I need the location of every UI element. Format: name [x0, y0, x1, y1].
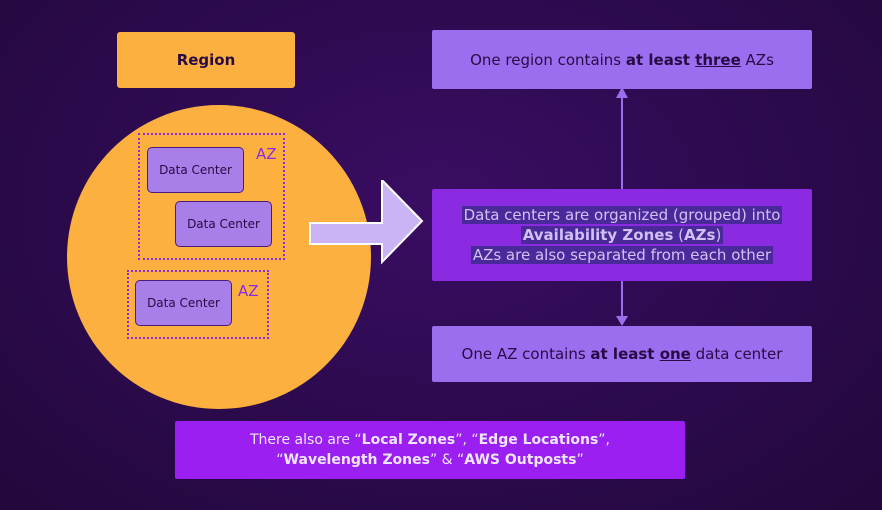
dc-count-prefix: One AZ contains — [461, 345, 591, 363]
mid-line-1: Data centers are organized (grouped) int… — [461, 205, 783, 225]
wavelength-zones-text: Wavelength Zones — [283, 452, 430, 468]
mid-line-1-text: Data centers are organized (grouped) int… — [461, 205, 783, 224]
other-zones-box: There also are “Local Zones”, “Edge Loca… — [175, 421, 685, 479]
az-count-prefix: One region contains — [470, 50, 626, 69]
footer-line-2: “Wavelength Zones” & “AWS Outposts” — [276, 452, 584, 468]
data-center-1-label: Data Center — [159, 163, 232, 177]
az-count-text: One region contains at least three AZs — [470, 51, 774, 69]
edge-locations-text: Edge Locations — [478, 431, 599, 448]
az-count-box: One region contains at least three AZs — [432, 30, 812, 89]
aws-outposts-text: AWS Outposts — [464, 452, 577, 468]
local-zones-text: Local Zones — [361, 431, 456, 448]
availability-zone-box: Data centers are organized (grouped) int… — [432, 189, 812, 281]
dc-count-suffix: data center — [690, 345, 783, 363]
az-label-2: AZ — [238, 282, 259, 300]
arrow-up-icon — [616, 87, 628, 98]
availability-zones-text: Availability Zones — [522, 225, 674, 244]
mid-line-3-text: AZs are also separated from each other — [470, 246, 774, 265]
region-label: Region — [117, 32, 295, 88]
region-label-text: Region — [176, 51, 236, 69]
dc-count-text: One AZ contains at least one data center — [462, 345, 783, 363]
az-count-suffix: AZs — [740, 50, 774, 69]
mid-line-3: AZs are also separated from each other — [470, 245, 774, 265]
connector-down-line — [621, 281, 623, 318]
dc-count-bold: at least — [590, 345, 660, 363]
az-box-1 — [138, 133, 285, 260]
data-center-2: Data Center — [175, 201, 272, 247]
arrow-down-icon — [616, 316, 628, 326]
data-center-2-label: Data Center — [187, 217, 260, 231]
mid-line-2: Availability Zones (AZs) — [520, 225, 724, 245]
az-count-three: three — [695, 50, 741, 69]
az-count-bold: at least — [625, 50, 696, 69]
data-center-1: Data Center — [147, 147, 244, 193]
data-center-3: Data Center — [135, 280, 232, 326]
right-arrow-icon — [309, 180, 424, 265]
connector-up-line — [621, 96, 623, 189]
azs-abbrev: AZs — [684, 225, 716, 244]
mid-paren-close: ) — [715, 225, 722, 244]
az-box-2 — [127, 270, 269, 339]
data-center-3-label: Data Center — [147, 296, 220, 310]
data-center-count-box: One AZ contains at least one data center — [432, 326, 812, 382]
footer-line-1: There also are “Local Zones”, “Edge Loca… — [250, 431, 610, 448]
dc-count-one: one — [659, 345, 691, 363]
mid-paren-open: ( — [673, 225, 685, 244]
az-label-1: AZ — [256, 145, 277, 163]
